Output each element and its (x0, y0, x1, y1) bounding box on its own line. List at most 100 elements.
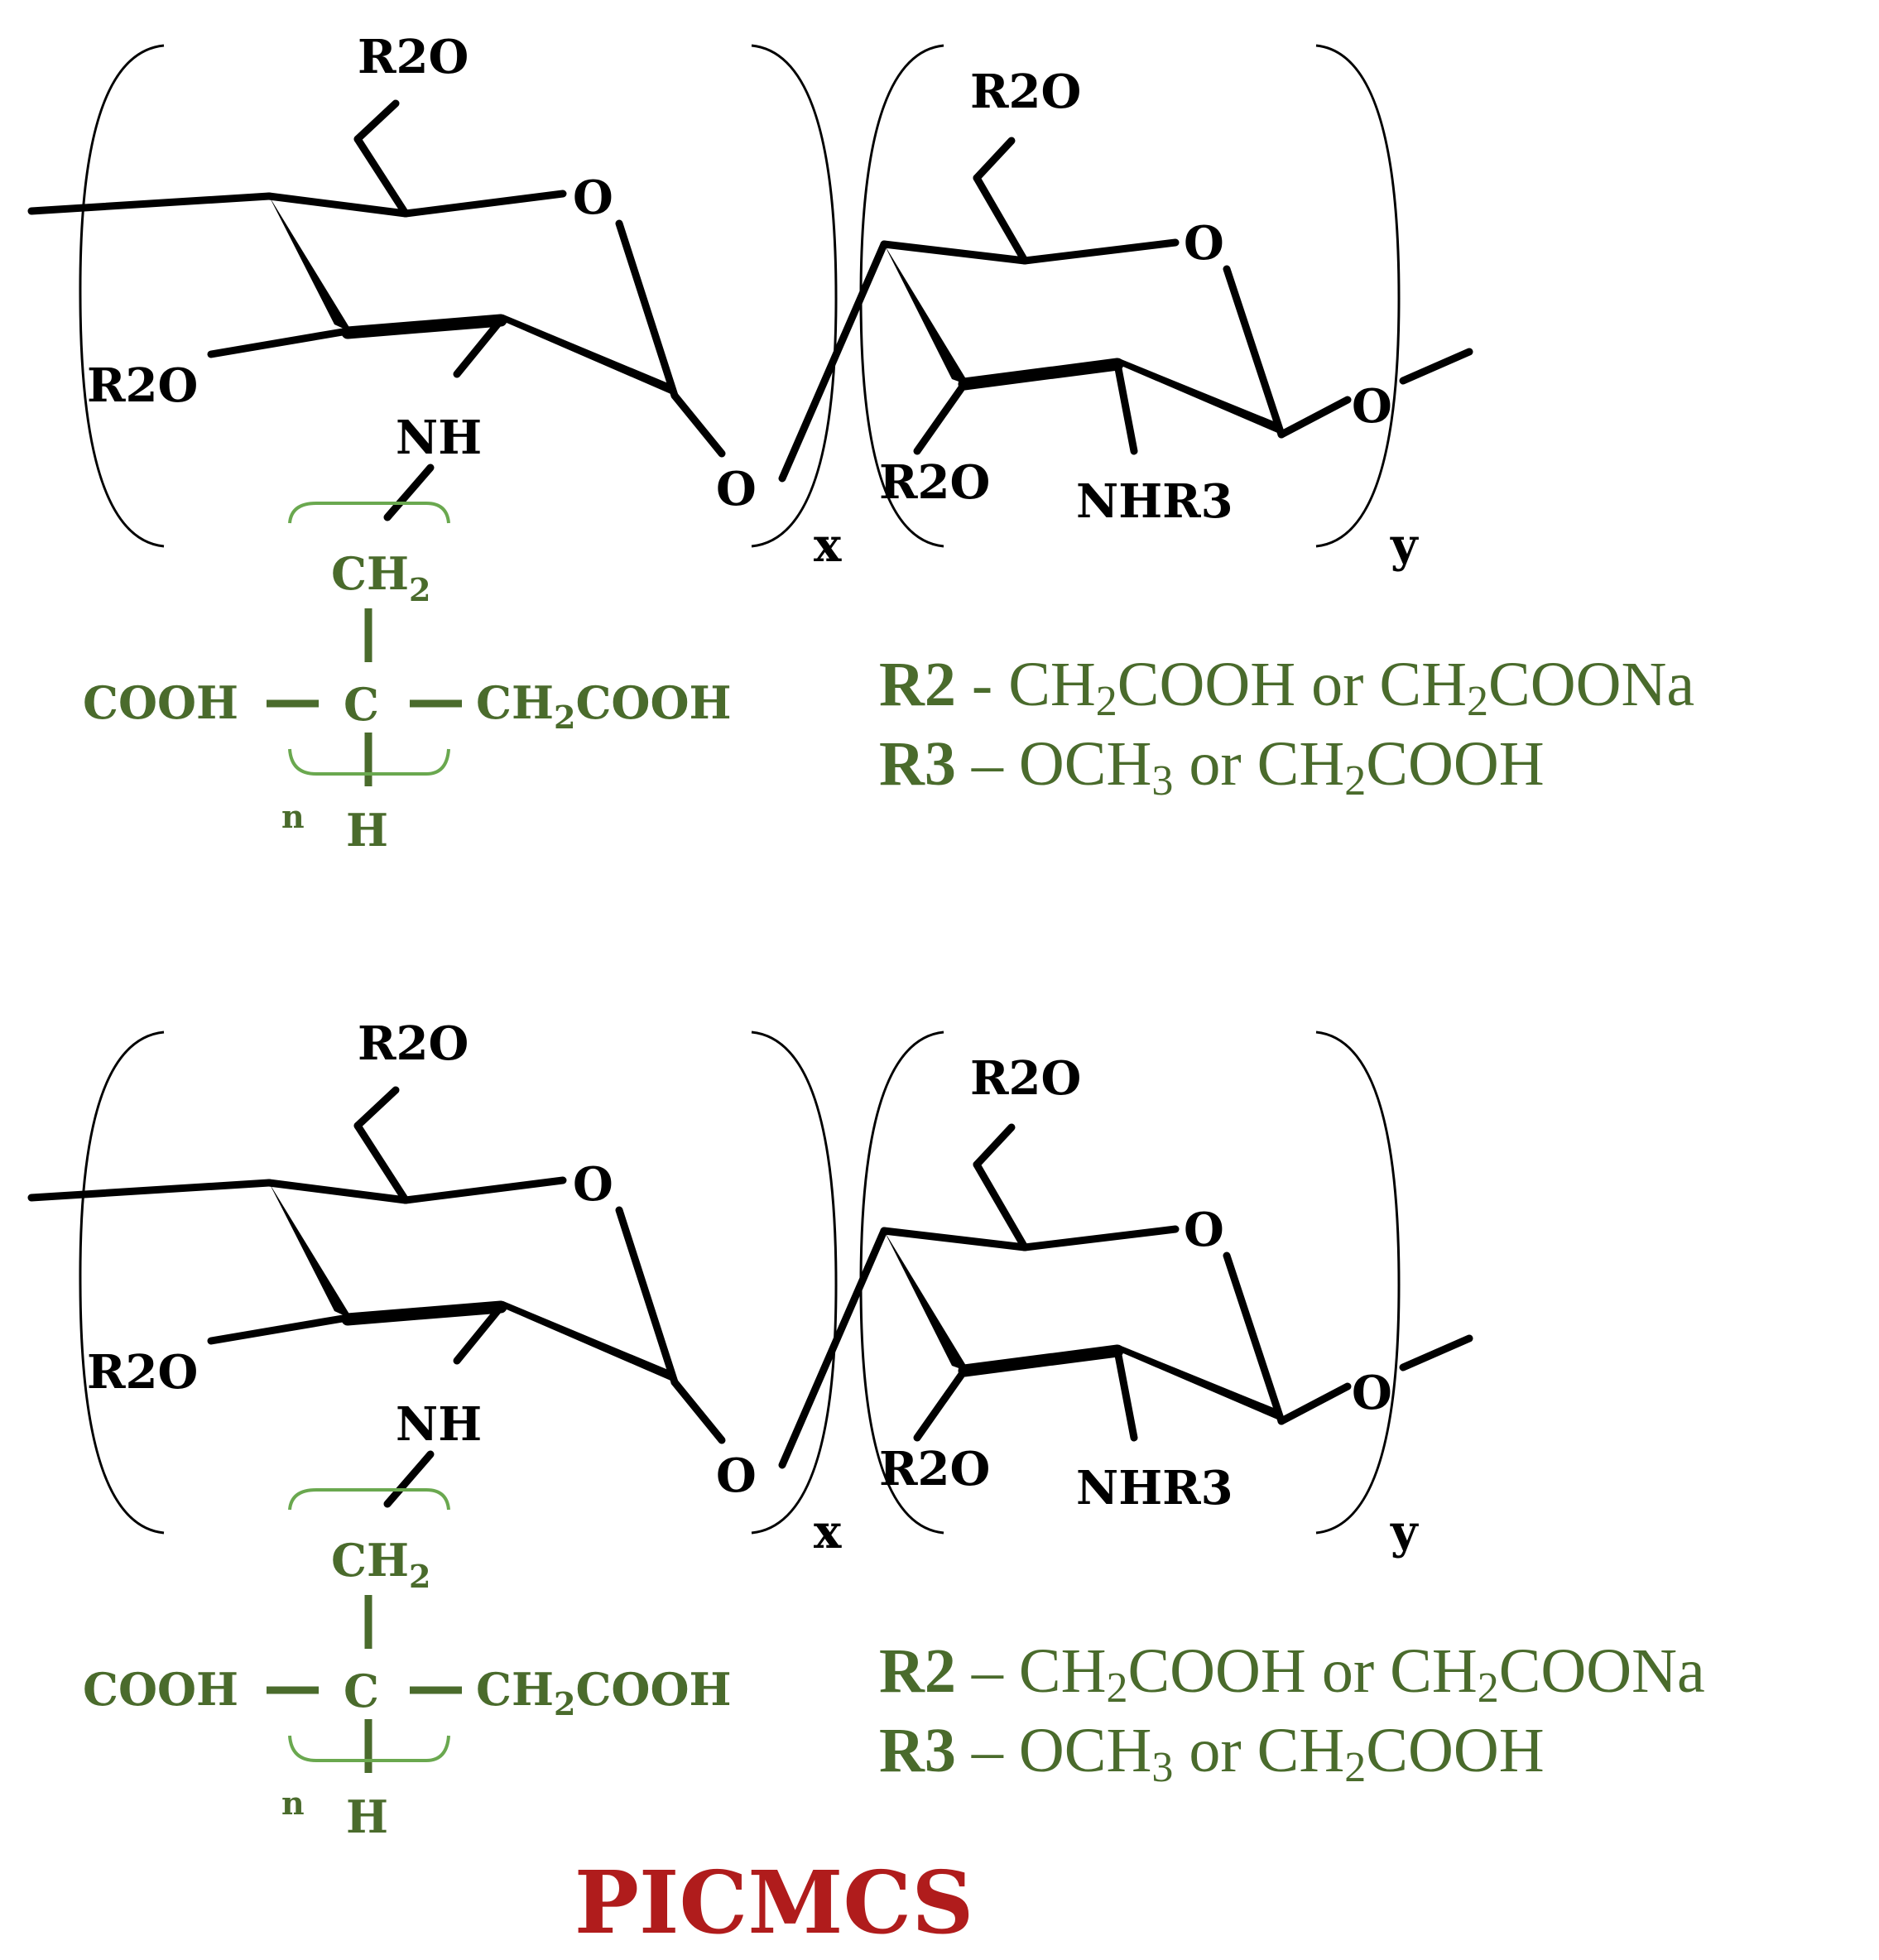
substituent-ch2cooh-label: CH2COOH (476, 1663, 732, 1722)
substituent-cooh-label: COOH (83, 1663, 238, 1716)
ring1-oxygen-label: O (573, 171, 613, 225)
r2o-top-right-label: R2O (970, 65, 1081, 119)
substituent-n-label: n (281, 1785, 305, 1822)
r-group-legend: R2 - CH2COOH or CH2COONa R3 – OCH3 or CH… (879, 650, 1694, 805)
ring2-bond-c3-c2 (958, 1344, 1124, 1377)
r2o-top-left-label: R2O (358, 30, 469, 84)
index-x-label: x (814, 1505, 842, 1559)
structure-1: R2O O R2O NH O R2O O R2O NHR3 O x y CH2 … (27, 30, 1694, 857)
ring1-bond-c3-o (207, 327, 352, 358)
bridge-oxygen-label: O (716, 1448, 757, 1503)
ring1-bond-o-c1 (615, 219, 679, 400)
substituent-cooh-label: COOH (83, 676, 238, 729)
right-oxygen-label: O (1352, 379, 1392, 434)
ring2-bond-c5-o (1021, 238, 1180, 265)
ring2-bond-c5-c6 (973, 1160, 1029, 1251)
ring1-bond-c1-o (670, 1378, 726, 1444)
substituent-h-label: H (346, 1790, 388, 1843)
ring1-bond-c6-o (353, 1086, 400, 1130)
ring1-bond-c5-o (401, 1176, 567, 1204)
ring1-bond-c3-o (207, 1314, 352, 1345)
ring1-bond-c3-c2 (341, 1300, 507, 1326)
ring1-bond-c2-n (453, 316, 505, 378)
ring1-wedge-c4-c3 (269, 196, 353, 333)
r2o-bottom-right-label: R2O (879, 455, 990, 510)
chain-bond-left (27, 192, 273, 215)
ring1-bond-c3-c2 (341, 314, 507, 339)
bracket-x-right (751, 44, 838, 548)
ring2-bond-c3-c2 (958, 358, 1124, 391)
ring2-wedge-c2-c1 (1117, 1345, 1281, 1421)
bracket-x-left (79, 1030, 165, 1535)
polymer-bonds (27, 1086, 1473, 1469)
substituent-ch2-label: CH2 (331, 1534, 430, 1595)
r2o-bottom-right-label: R2O (879, 1442, 990, 1496)
ring2-bond-c2-n (1113, 360, 1138, 455)
polymer-bonds (27, 99, 1473, 483)
r2-definition: R2 – CH2COOH or CH2COONa (879, 1636, 1705, 1712)
ring1-bond-c1-o (670, 392, 726, 458)
ring1-bond-c4-c5 (265, 1179, 410, 1204)
repeat-brackets (79, 1030, 1401, 1535)
substituent-c-label: C (344, 1665, 379, 1717)
ring1-wedge-c2-c1 (501, 315, 675, 396)
substituent-h-label: H (346, 804, 388, 857)
ring1-bond-c5-c6 (353, 1122, 410, 1204)
ring1-wedge-c4-c3 (269, 1183, 353, 1319)
r2o-top-left-label: R2O (358, 1016, 469, 1071)
bracket-y-left (859, 1030, 944, 1535)
ring2-bond-c2-n (1113, 1347, 1138, 1442)
ring1-bond-c5-c6 (353, 135, 410, 218)
chain-bond-right (1399, 1334, 1473, 1372)
ring2-wedge-c2-c1 (1117, 358, 1281, 435)
r3-definition: R3 – OCH3 or CH2COOH (879, 729, 1545, 805)
substituent-ch2cooh-label: CH2COOH (476, 676, 732, 736)
ring2-bond-c5-o (1021, 1225, 1180, 1251)
ring1-bond-c6-o (353, 99, 400, 143)
nh-ch2-bond (383, 464, 435, 521)
ring2-bond-c3-o (913, 380, 968, 455)
substituent-c-label: C (344, 678, 379, 731)
ring2-wedge-c4-c3 (884, 244, 970, 386)
substituent-n-label: n (281, 798, 305, 835)
substituent-group: CH2 COOH C CH2COOH H n (83, 464, 732, 857)
ring2-oxygen-label: O (1184, 216, 1224, 271)
ring2-bond-c4-c5 (880, 240, 1029, 265)
right-oxygen-label: O (1352, 1366, 1392, 1420)
substituent-ch2-label: CH2 (331, 547, 430, 608)
chain-bond-right (1399, 348, 1473, 385)
ring2-bond-c1-o (1277, 396, 1352, 439)
ring2-bond-o-c1 (1223, 1251, 1286, 1425)
nh-ch2-bond (383, 1450, 435, 1508)
ring2-bond-c3-o (913, 1367, 968, 1442)
nh-label: NH (396, 411, 482, 465)
nhr3-label: NHR3 (1076, 1461, 1233, 1516)
bracket-x-right (751, 1030, 838, 1535)
ring2-bond-c4-c5 (880, 1227, 1029, 1251)
ring2-bond-c6-o (973, 137, 1016, 182)
substituent-bracket-bottom (288, 1735, 450, 1762)
ring2-bond-c6-o (973, 1123, 1016, 1169)
figure-title: PICMCS (574, 1852, 974, 1953)
ring1-bond-c4-c5 (265, 192, 410, 218)
substituent-group: CH2 COOH C CH2COOH H n (83, 1450, 732, 1843)
r-group-legend: R2 – CH2COOH or CH2COONa R3 – OCH3 or CH… (879, 1636, 1705, 1791)
ring2-oxygen-label: O (1184, 1203, 1224, 1257)
ring1-bond-c5-o (401, 190, 567, 218)
nhr3-label: NHR3 (1076, 474, 1233, 529)
bracket-y-right (1315, 44, 1401, 548)
bridge-oxygen-label: O (716, 462, 757, 516)
r2o-top-right-label: R2O (970, 1051, 1081, 1106)
r2-definition: R2 - CH2COOH or CH2COONa (879, 650, 1694, 725)
r2o-left-label: R2O (87, 358, 198, 413)
bracket-x-left (79, 44, 165, 548)
atom-labels: R2O O R2O NH O R2O O R2O NHR3 O x y (87, 30, 1419, 573)
substituent-bracket-top (288, 1488, 450, 1511)
atom-labels: R2O O R2O NH O R2O O R2O NHR3 O x y (87, 1016, 1419, 1559)
ring2-bond-c1-o (1277, 1382, 1352, 1425)
bracket-y-left (859, 44, 944, 548)
substituent-bracket-top (288, 502, 450, 524)
substituent-bracket-bottom (288, 748, 450, 776)
